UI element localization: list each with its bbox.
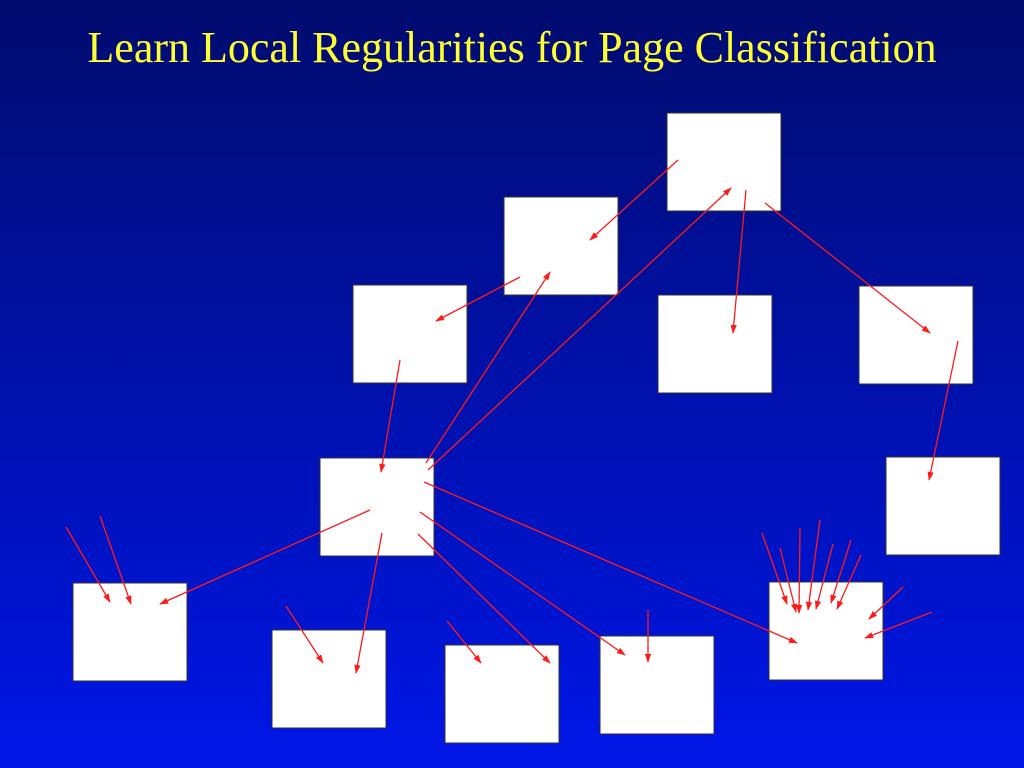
link-arrow [435,276,521,322]
link-arrows [65,159,959,674]
page-node-bottom-1 [72,582,188,682]
link-arrow [419,511,626,656]
page-node-mid-left [352,284,468,384]
link-arrow [779,547,798,613]
link-arrow [730,189,747,334]
page-node-bottom-2 [271,629,387,729]
page-node-right [885,456,1001,556]
link-arrow [864,611,933,639]
page-node-upper-left [503,196,619,296]
link-arrow [761,532,788,605]
link-arrow [927,340,959,481]
link-arrow [354,532,383,674]
page-node-bottom-3 [444,644,560,744]
page-node-top [666,112,782,212]
link-arrow [589,159,679,241]
page-node-bottom-5 [768,581,884,681]
link-arrow [764,202,931,334]
page-node-mid-center [657,294,773,394]
page-node-bottom-4 [599,635,715,735]
link-arrow [285,605,324,664]
link-arrow [417,533,551,664]
page-node-hub [319,457,435,557]
link-arrow [423,481,798,644]
link-arrow [868,586,904,620]
link-arrow [815,543,834,610]
link-arrow [99,515,132,605]
link-arrow [836,554,862,610]
link-arrow [379,359,401,473]
page-node-mid-right [858,285,974,385]
link-arrow [446,620,482,664]
link-arrow [805,519,821,611]
slide-title: Learn Local Regularities for Page Classi… [87,23,937,72]
link-arrow [830,539,852,604]
link-arrow [795,527,803,614]
page-nodes [72,112,1001,744]
link-arrow [159,509,371,605]
link-arrow [427,187,732,471]
link-arrow [65,526,111,603]
link-arrow [425,271,551,464]
